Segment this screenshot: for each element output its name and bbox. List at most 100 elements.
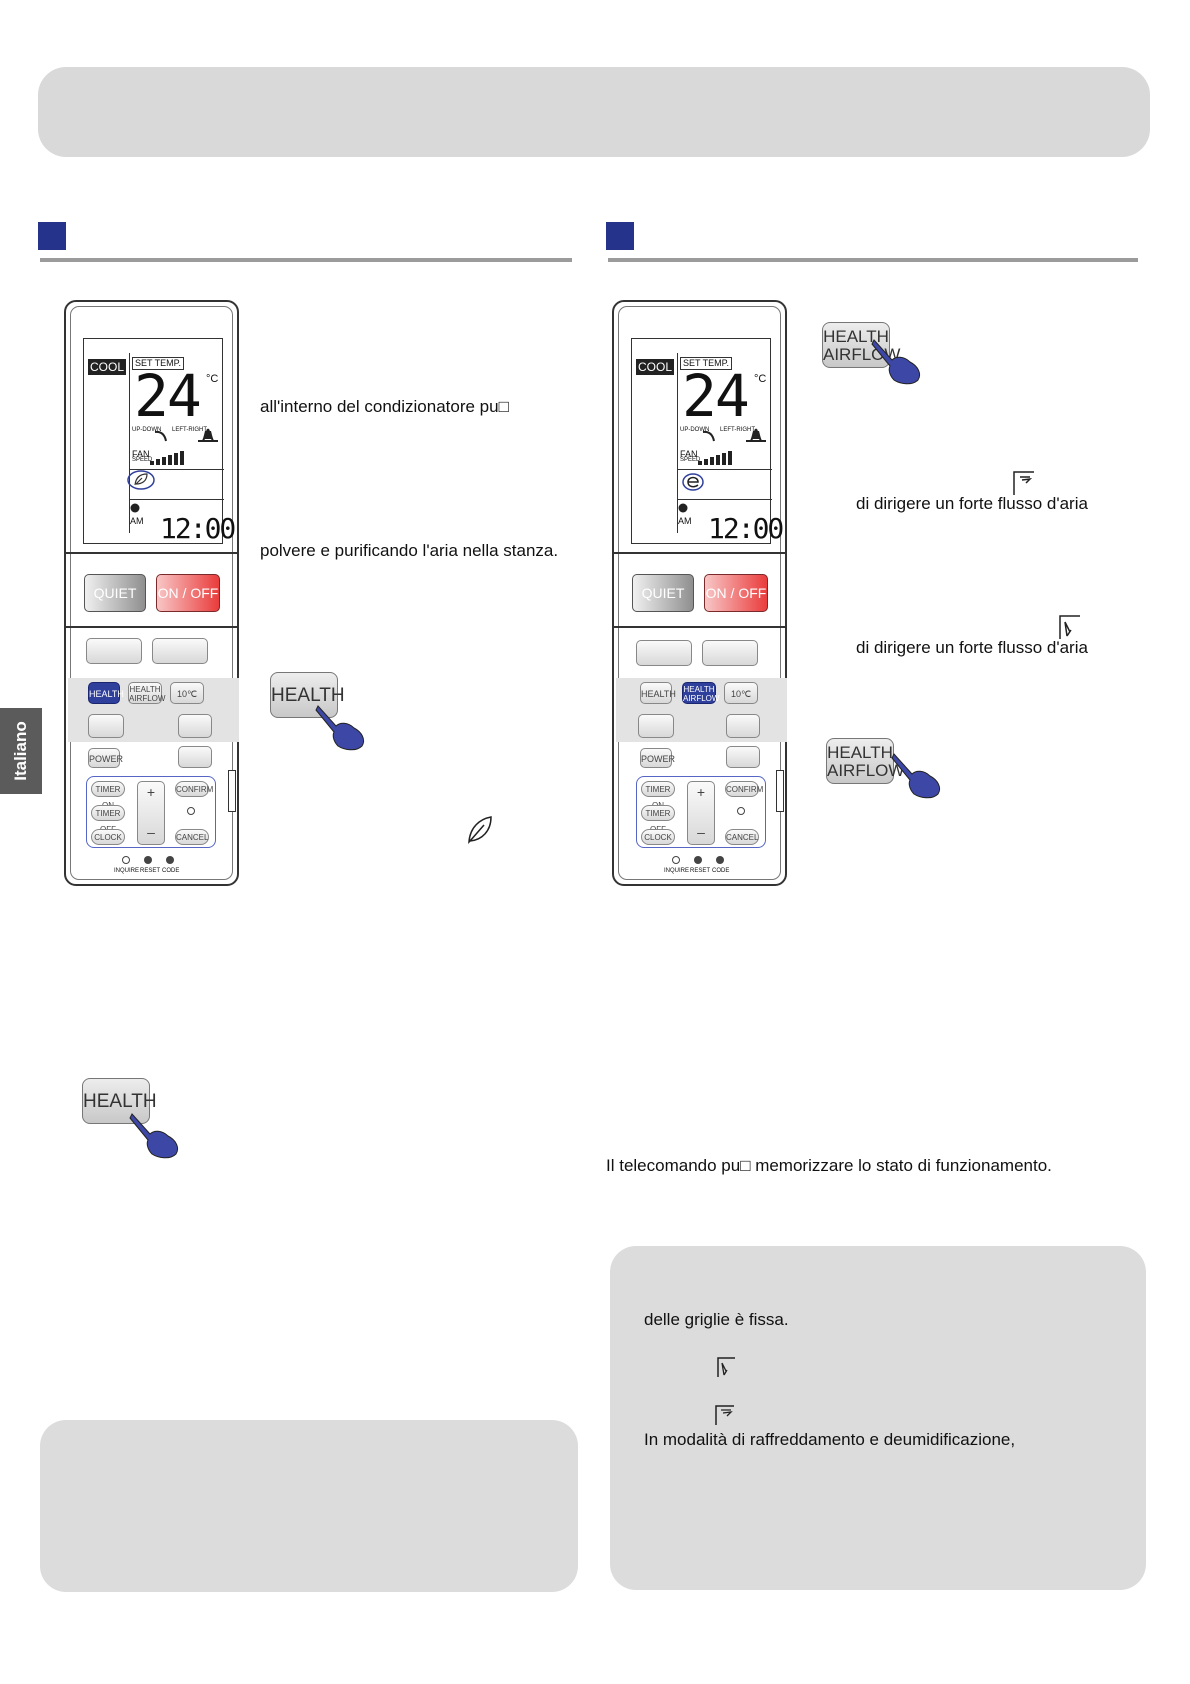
timer-on-button-right[interactable]: TIMER ON xyxy=(641,781,675,810)
blank-button-2-right[interactable] xyxy=(702,640,758,666)
left-note-box xyxy=(40,1420,578,1592)
lcd-display-right: COOL SET TEMP. 24 °C UP-DOWN LEFT-RIGHT … xyxy=(631,338,784,544)
pointing-hand-icon-right xyxy=(871,339,921,385)
leftright-label-right: LEFT-RIGHT xyxy=(720,427,756,433)
code-dot[interactable] xyxy=(166,856,174,864)
mode-indicator-right: COOL xyxy=(636,359,674,375)
language-tab-label: Italiano xyxy=(11,721,30,781)
title-banner xyxy=(38,67,1150,157)
reset-dot-right[interactable] xyxy=(694,856,702,864)
confirm-button[interactable]: CONFIRM xyxy=(175,781,213,797)
updown-label-right: UP-DOWN xyxy=(680,427,710,433)
fan-speed-bars-right xyxy=(698,451,738,465)
mode-indicator: COOL xyxy=(88,359,126,375)
section-rule-left xyxy=(40,258,572,262)
health-airflow-button-remote-right[interactable]: HEALTH AIRFLOW xyxy=(682,682,719,704)
inquire-dot[interactable] xyxy=(122,856,130,864)
plus-minus-rocker[interactable]: + – xyxy=(137,781,165,845)
blank-button-3-right[interactable] xyxy=(638,714,674,738)
blank-button-5[interactable] xyxy=(178,746,212,768)
health-leaf-icon xyxy=(127,470,155,490)
airflow-downward-icon xyxy=(1059,615,1080,639)
code-label: CODE xyxy=(162,868,180,874)
fan-speed-bars xyxy=(150,451,190,465)
fan-label: FAN xyxy=(132,449,150,459)
pointing-hand-icon xyxy=(315,705,365,751)
clock-button[interactable]: CLOCK xyxy=(91,829,125,845)
blank-button-3[interactable] xyxy=(88,714,124,738)
fan-label-right: FAN xyxy=(680,449,698,459)
right-text-2: di dirigere un forte flusso d'aria xyxy=(856,638,1088,657)
confirm-button-right[interactable]: CONFIRM xyxy=(725,781,763,797)
plus-minus-rocker-right[interactable]: + – xyxy=(687,781,715,845)
health-airflow-indicator-icon xyxy=(682,473,704,491)
timer-off-button-right[interactable]: TIMER OFF xyxy=(641,805,675,834)
set-temp-label: SET TEMP. xyxy=(132,357,185,370)
section-rule-right xyxy=(608,258,1138,262)
airflow-upward-icon xyxy=(1013,471,1034,495)
lcd-display: COOL SET TEMP. 24 °C UP-DOWN LEFT-RIGHT … xyxy=(83,338,236,544)
power-button[interactable]: POWER xyxy=(88,748,123,768)
cancel-button[interactable]: CANCEL xyxy=(175,829,209,845)
swing-updown-icon xyxy=(154,430,167,442)
speed-label-right: SPEED xyxy=(680,457,701,463)
language-tab: Italiano xyxy=(0,708,42,794)
minus-label: – xyxy=(147,824,155,840)
health-button-illustration[interactable]: HEALTH xyxy=(270,672,345,718)
leftright-label: LEFT-RIGHT xyxy=(172,427,208,433)
quiet-button[interactable]: QUIET xyxy=(84,574,146,612)
left-text-1: all'interno del condizionatore pu□ xyxy=(260,397,509,416)
swing-leftright-icon-right xyxy=(746,428,766,442)
reset-dot[interactable] xyxy=(144,856,152,864)
health-airflow-button-illustration-2[interactable]: HEALTH AIRFLOW xyxy=(826,738,904,784)
section-marker-right xyxy=(606,222,634,250)
clock-icon-right xyxy=(678,503,688,513)
health-button-remote-right[interactable]: HEALTH xyxy=(640,682,676,704)
blank-button-5-right[interactable] xyxy=(726,746,760,768)
clock-icon xyxy=(130,503,140,513)
blank-button-1[interactable] xyxy=(86,638,142,664)
leaf-icon xyxy=(468,816,492,844)
memory-text: Il telecomando pu□ memorizzare lo stato … xyxy=(606,1156,1052,1175)
updown-label: UP-DOWN xyxy=(132,427,162,433)
minus-label-right: – xyxy=(697,824,705,840)
section-marker-left xyxy=(38,222,66,250)
set-temp-label-right: SET TEMP. xyxy=(680,357,733,370)
code-dot-right[interactable] xyxy=(716,856,724,864)
inquire-label-right: INQUIRE xyxy=(664,868,690,874)
ten-degree-button-right[interactable]: 10℃ xyxy=(724,682,758,704)
degree-unit-right: °C xyxy=(754,373,767,385)
plus-label: + xyxy=(146,784,156,800)
degree-unit: °C xyxy=(206,373,219,385)
reset-label: RESET xyxy=(140,868,161,874)
swing-updown-icon-right xyxy=(702,430,715,442)
blank-button-4-right[interactable] xyxy=(726,714,760,738)
speed-label: SPEED xyxy=(132,457,153,463)
swing-leftright-icon xyxy=(198,428,218,442)
blank-button-1-right[interactable] xyxy=(636,640,692,666)
blank-button-4[interactable] xyxy=(178,714,212,738)
health-button-remote[interactable]: HEALTH xyxy=(88,682,124,704)
plus-label-right: + xyxy=(696,784,706,800)
right-note-box xyxy=(610,1246,1146,1590)
health-button-illustration-2[interactable]: HEALTH xyxy=(82,1078,157,1124)
note-line-1: delle griglie è fissa. xyxy=(644,1310,789,1329)
pointing-hand-icon-2 xyxy=(129,1113,179,1159)
quiet-button-right[interactable]: QUIET xyxy=(632,574,694,612)
onoff-button[interactable]: ON / OFF xyxy=(156,574,220,612)
side-clip-right xyxy=(776,770,784,812)
ten-degree-button[interactable]: 10℃ xyxy=(170,682,204,704)
power-button-right[interactable]: POWER xyxy=(640,748,675,768)
health-airflow-button-remote[interactable]: HEALTH AIRFLOW xyxy=(128,682,165,704)
onoff-button-right[interactable]: ON / OFF xyxy=(704,574,768,612)
timer-panel: TIMER ON TIMER OFF CLOCK + – CONFIRM CAN… xyxy=(86,776,216,848)
blank-button-2[interactable] xyxy=(152,638,208,664)
timer-on-button[interactable]: TIMER ON xyxy=(91,781,125,810)
inquire-dot-right[interactable] xyxy=(672,856,680,864)
remote-control-right: COOL SET TEMP. 24 °C UP-DOWN LEFT-RIGHT … xyxy=(612,300,787,886)
side-clip xyxy=(228,770,236,812)
am-label-right: AM xyxy=(678,516,692,526)
timer-off-button[interactable]: TIMER OFF xyxy=(91,805,125,834)
cancel-button-right[interactable]: CANCEL xyxy=(725,829,759,845)
clock-button-right[interactable]: CLOCK xyxy=(641,829,675,845)
